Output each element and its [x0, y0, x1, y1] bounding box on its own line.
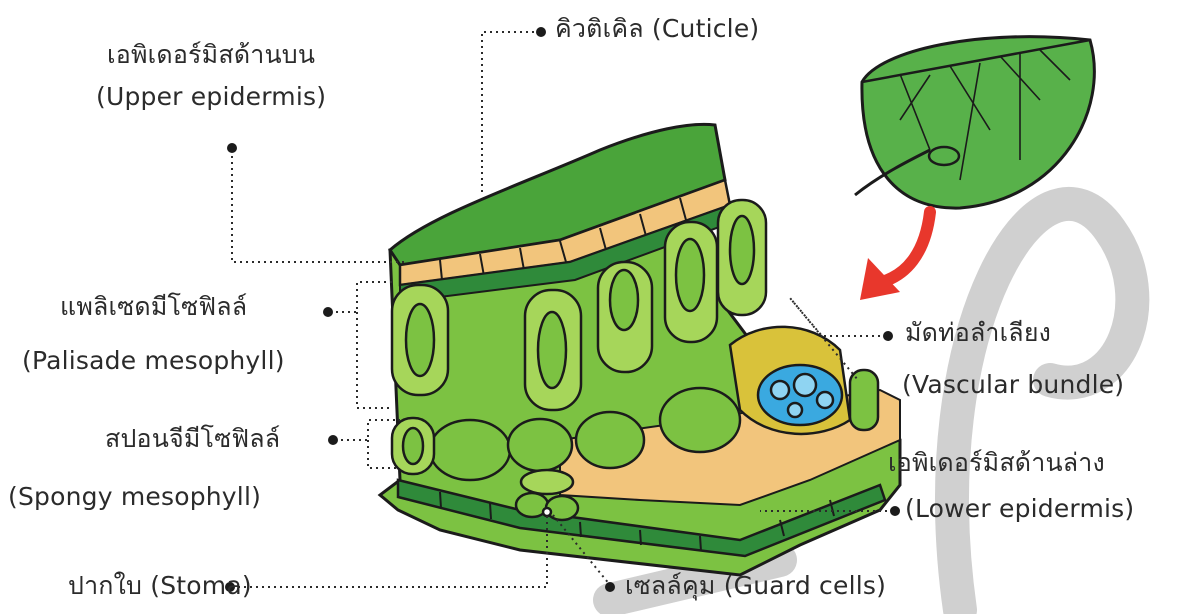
label-lower-epidermis-english: (Lower epidermis): [905, 494, 1134, 524]
label-stoma: ปากใบ (Stoma): [68, 571, 252, 601]
label-cuticle: คิวติเคิล (Cuticle): [555, 14, 759, 44]
label-spongy-english: (Spongy mesophyll): [8, 482, 261, 512]
label-spongy-thai: สปอนจีมีโซฟิลล์: [105, 424, 280, 454]
vascular-bundle: [730, 327, 878, 434]
red-curved-arrow-icon: [860, 212, 930, 300]
leader-palisade: [330, 282, 392, 408]
label-palisade-thai: แพลิเซดมีโซฟิลล์: [60, 292, 247, 322]
leader-upper-epidermis: [232, 150, 405, 262]
label-palisade-english: (Palisade mesophyll): [22, 346, 285, 376]
label-lower-epidermis-thai: เอพิเดอร์มิสด้านล่าง: [888, 448, 1105, 478]
label-vascular-thai: มัดท่อลำเลียง: [905, 318, 1051, 348]
label-upper-epidermis-thai: เอพิเดอร์มิสด้านบน: [96, 40, 326, 70]
leaf-icon: [855, 37, 1094, 208]
leader-cuticle: [482, 32, 540, 195]
leader-spongy: [335, 420, 400, 468]
label-vascular-english: (Vascular bundle): [902, 370, 1124, 400]
label-upper-epidermis: เอพิเดอร์มิสด้านบน (Upper epidermis): [96, 40, 326, 112]
label-upper-epidermis-english: (Upper epidermis): [96, 82, 326, 112]
label-guard-cells: เซลล์คุม (Guard cells): [625, 571, 886, 601]
